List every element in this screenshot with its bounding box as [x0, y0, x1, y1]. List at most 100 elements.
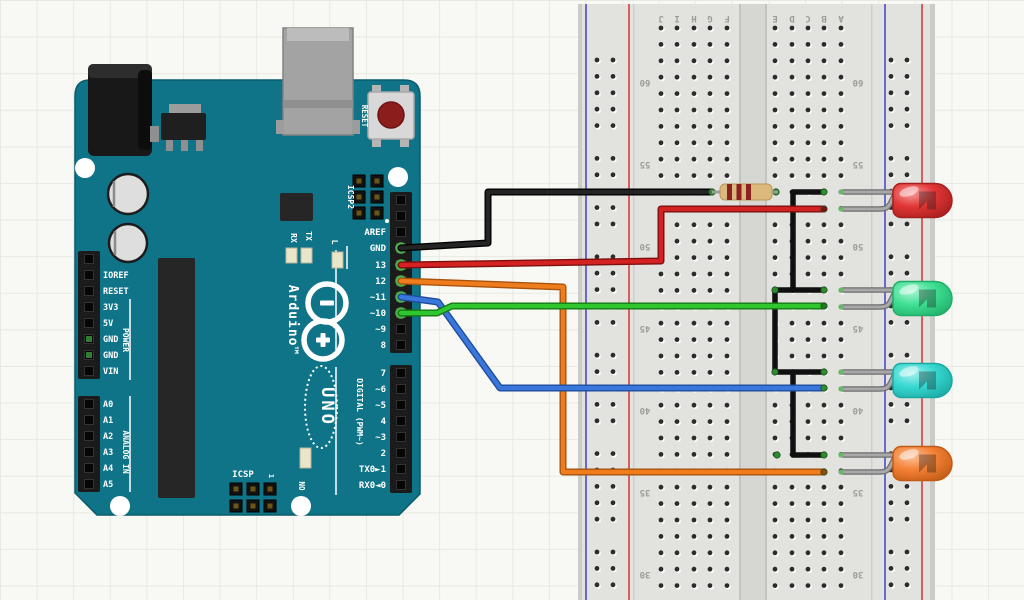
- power-pin-label-3V32: 3V3: [103, 303, 118, 313]
- icsp2-pin-hole: [356, 210, 362, 216]
- analog-pin-label-A1: A1: [103, 416, 113, 426]
- cyan-led-anode-hole: [838, 386, 844, 392]
- power-pin-label-GND4: GND: [103, 335, 118, 345]
- gnd-wire-core: [398, 189, 715, 251]
- brand-text: Arduino™: [285, 285, 300, 356]
- cyan-led-anode-lead-hl: [841, 372, 897, 391]
- icsp-pin-hole: [267, 486, 273, 492]
- rx-label: RX: [289, 233, 298, 243]
- column-letter-F: F: [724, 13, 729, 23]
- wiring: [395, 188, 828, 476]
- gnd-wire: [397, 188, 716, 252]
- connection-dot: [820, 368, 828, 376]
- row-number-left-30: 30: [640, 569, 651, 579]
- green-led-gloss: [899, 284, 919, 295]
- header-pin: [84, 254, 94, 264]
- header-pin: [396, 324, 406, 334]
- cyan-led: [838, 362, 953, 399]
- row-number-right-40: 40: [853, 405, 864, 415]
- digital-pin-label-6: ~6: [375, 385, 386, 395]
- icsp2-pin-hole: [374, 194, 380, 200]
- icsp-pin-hole: [250, 486, 256, 492]
- header-pin: [84, 286, 94, 296]
- header-pin: [84, 302, 94, 312]
- resistor-band: [727, 184, 732, 200]
- mounting-hole: [291, 496, 311, 516]
- power-pin-label-GND5: GND: [103, 351, 118, 361]
- icsp-pin-hole: [233, 503, 239, 509]
- power-group-label: POWER: [121, 328, 130, 352]
- orange-led-gloss: [899, 449, 919, 460]
- usb-connector: [276, 27, 360, 136]
- connection-dot: [820, 468, 828, 476]
- digital-pin-label-8: 8: [381, 341, 386, 351]
- header-pin: [84, 415, 94, 425]
- breadboard-left-edge: [578, 4, 582, 600]
- row-number-right-45: 45: [853, 323, 864, 333]
- digital-pin-label-GND: GND: [370, 244, 387, 254]
- power-pin-label-RESET1: RESET: [103, 287, 129, 297]
- pin13-wire: [397, 205, 826, 269]
- digital-group-label: DIGITAL (PWM~): [355, 378, 364, 445]
- power-jack-top: [88, 64, 152, 78]
- channel-shade-left: [739, 4, 741, 600]
- reset-button-leg: [400, 85, 409, 94]
- on-label: ON: [298, 481, 307, 491]
- analog-pin-label-A5: A5: [103, 480, 113, 490]
- icsp-pin-hole: [250, 503, 256, 509]
- green-led: [838, 280, 953, 317]
- header-pin: [396, 211, 406, 221]
- mounting-hole: [110, 496, 130, 516]
- resistor-220: [712, 183, 778, 201]
- column-letter-D: D: [789, 13, 795, 23]
- logo-circle-plus: [301, 318, 345, 362]
- icsp2-pin-hole: [356, 178, 362, 184]
- power-pin-label-5V3: 5V: [103, 319, 113, 329]
- model-text: UNO: [317, 387, 337, 427]
- icsp-pin1-label: 1: [267, 474, 275, 478]
- column-letter-I: I: [674, 13, 679, 23]
- power-jack: [88, 64, 159, 156]
- connection-dot: [771, 286, 779, 294]
- icsp2-pin-hole: [356, 194, 362, 200]
- connection-dot: [773, 451, 781, 459]
- header-pin: [396, 416, 406, 426]
- orange-led-anode-lead-hl: [841, 455, 897, 474]
- red-led: [838, 182, 953, 219]
- header-pin: [396, 227, 406, 237]
- digital-pin-label-RX00: RX0◄0: [359, 481, 386, 491]
- header-pin: [396, 464, 406, 474]
- logo-minus: [320, 300, 334, 306]
- rail-stripe: [884, 4, 886, 600]
- column-letter-C: C: [805, 13, 810, 23]
- power-pin-label-VIN6: VIN: [103, 367, 118, 377]
- header-pin: [84, 463, 94, 473]
- orange-led-reflector: [919, 454, 936, 473]
- header-pin: [84, 479, 94, 489]
- seam-right: [871, 4, 873, 600]
- green-led-anode-hole: [838, 304, 844, 310]
- header-pin: [84, 399, 94, 409]
- column-letter-G: G: [707, 13, 712, 23]
- header-pin: [84, 447, 94, 457]
- digital-pin-label-9: ~9: [375, 325, 386, 335]
- channel-shade-right: [765, 4, 767, 600]
- row-number-left-55: 55: [640, 159, 651, 169]
- header-pin: [396, 480, 406, 490]
- uno-oval: [304, 365, 338, 449]
- pin12-wire: [397, 277, 826, 476]
- row-number-left-60: 60: [640, 77, 651, 87]
- row-number-left-50: 50: [640, 241, 651, 251]
- header-pin: [396, 448, 406, 458]
- pin10-wire: [397, 302, 826, 317]
- pin10-wire-core: [398, 303, 825, 316]
- seam-left: [633, 4, 635, 600]
- red-led-anode-hole: [838, 206, 844, 212]
- digital-pin-label-11: ~11: [370, 293, 386, 303]
- logo-plus-v: [320, 333, 326, 347]
- usb-tab-left: [276, 120, 284, 134]
- rail-stripe: [628, 4, 630, 600]
